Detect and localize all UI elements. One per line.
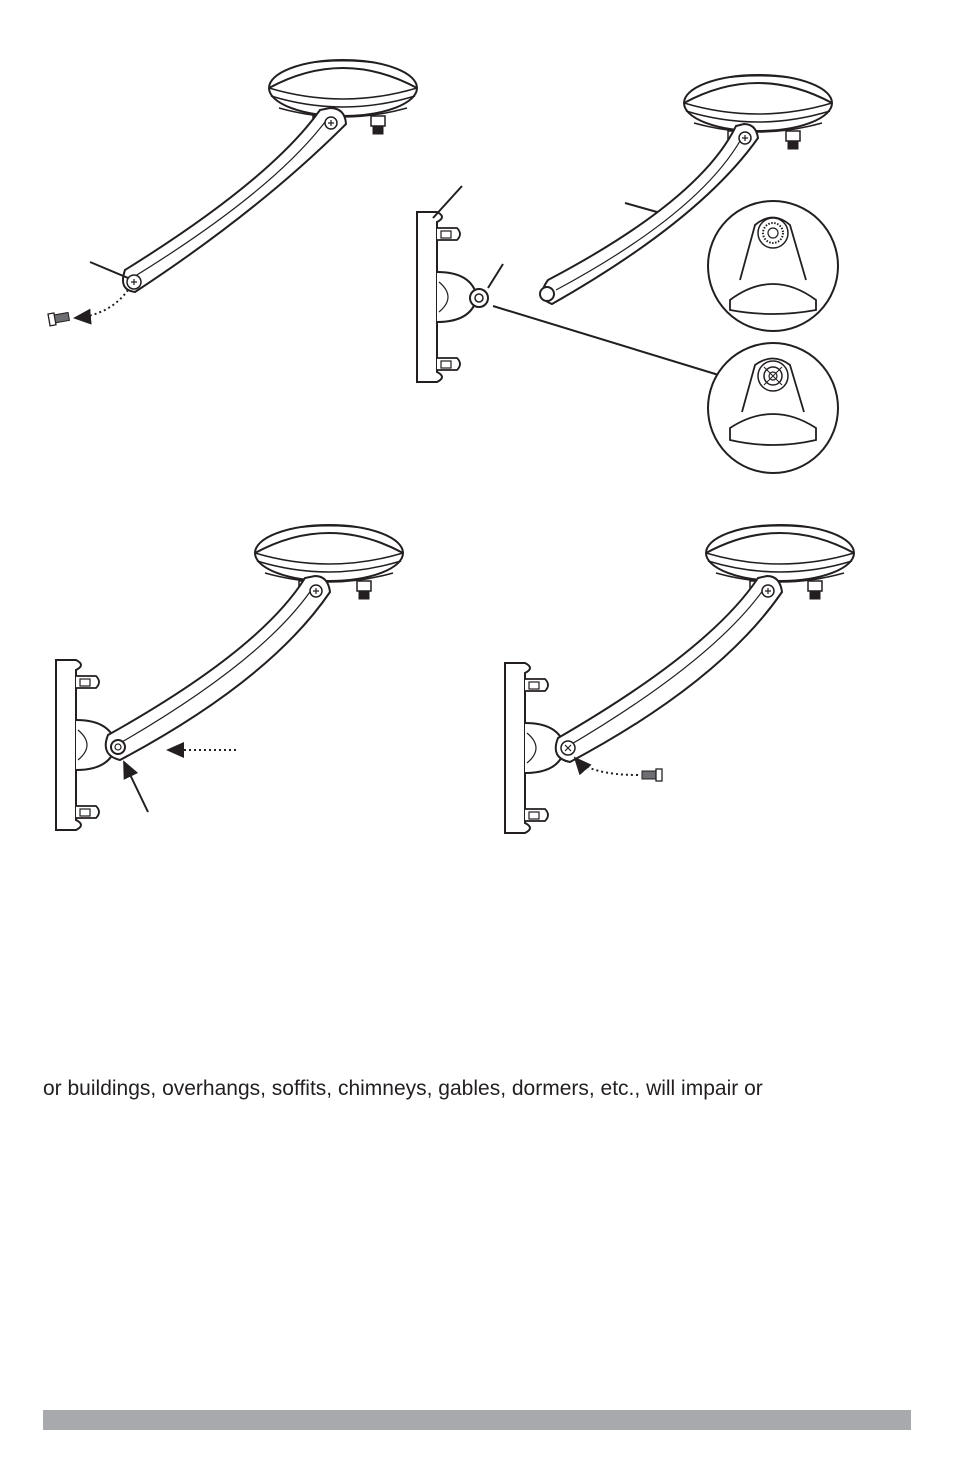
pointer-arrow-icon	[492, 305, 737, 383]
figure-step-fasten-screw	[504, 524, 855, 834]
screw-icon	[641, 768, 663, 782]
detail-magnifier-icon	[707, 342, 839, 474]
mounting-arm-icon	[104, 574, 332, 762]
figure-step-insert-arm	[55, 524, 404, 831]
dotted-arrow-icon	[573, 756, 639, 776]
mounting-arm-icon	[554, 574, 784, 764]
pointer-arrow-icon	[123, 760, 149, 813]
screw-icon	[47, 311, 71, 327]
wall-plate-icon	[416, 211, 478, 383]
mounting-arm-icon	[539, 122, 760, 306]
figure-step-align-bracket-knuckle	[416, 74, 839, 474]
body-text-line: or buildings, overhangs, soffits, chimne…	[43, 1077, 763, 1100]
detail-magnifier-icon	[707, 200, 839, 332]
bracket-knuckle-icon	[469, 288, 489, 308]
footer-bar	[43, 1410, 911, 1430]
mounting-arm-icon	[122, 106, 348, 294]
installation-diagrams	[47, 59, 855, 834]
dotted-arrow-icon	[73, 289, 129, 325]
figure-step-remove-arm-screw	[47, 59, 418, 327]
